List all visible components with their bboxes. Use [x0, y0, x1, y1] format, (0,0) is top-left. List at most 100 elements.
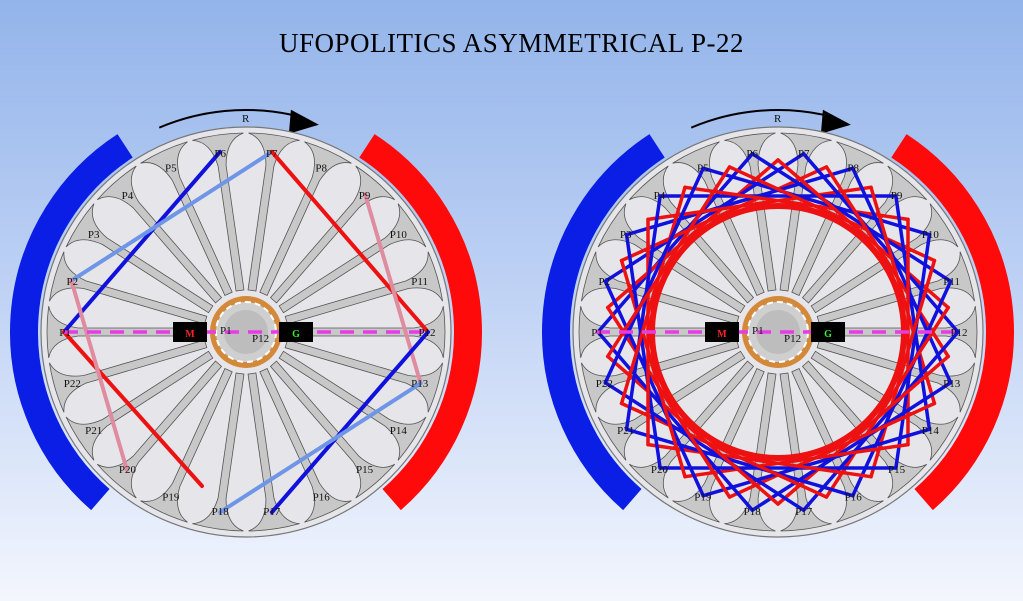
blue-winding-wire — [603, 152, 806, 284]
pole-label: P4 — [122, 190, 134, 202]
blue-winding-wire — [624, 194, 662, 432]
stator-pole — [779, 372, 832, 532]
rotor-hub — [210, 296, 282, 368]
pole-label: P13 — [411, 378, 429, 390]
blue-winding-wire — [269, 330, 430, 515]
pole-label: P7 — [266, 148, 278, 160]
pole-label: P19 — [694, 492, 712, 504]
stator-pole — [192, 132, 245, 292]
south-magnet-arc — [891, 134, 1014, 511]
pole-label: P6 — [746, 148, 758, 160]
rotation-label: R — [774, 113, 782, 125]
blue-winding-wire — [596, 152, 755, 334]
pole-label: P10 — [922, 229, 940, 241]
motor-box — [173, 322, 207, 342]
stator-pole — [791, 368, 884, 523]
pole-label: P13 — [943, 378, 961, 390]
blue-winding-wire — [701, 166, 932, 237]
motor-box — [705, 322, 739, 342]
blue-winding-wire — [624, 427, 855, 498]
stator-pole — [259, 141, 352, 296]
blue-winding-wire — [894, 194, 932, 432]
stator-pole — [65, 203, 214, 314]
pole-label: P14 — [390, 425, 408, 437]
blue-winding-wire — [603, 166, 705, 385]
red-winding-wire — [869, 185, 937, 406]
rotation-arrowhead — [820, 109, 851, 134]
stator-pole — [278, 203, 427, 314]
stator-pole — [269, 360, 396, 499]
pole-label: P4 — [654, 190, 666, 202]
blue-winding-wire — [750, 380, 953, 512]
pole-label: P17 — [263, 506, 281, 518]
light-blue-winding-wire — [218, 381, 423, 515]
inner-label-p12: P12 — [784, 333, 801, 345]
pole-label: P15 — [356, 464, 374, 476]
pole-label: P7 — [798, 148, 810, 160]
pole-label: P12 — [950, 327, 967, 339]
stator-pole — [724, 132, 777, 292]
page-title: UFOPOLITICS ASYMMETRICAL P-22 — [278, 28, 745, 58]
red-winding-wire — [619, 401, 829, 499]
pole-label: P20 — [119, 464, 137, 476]
hub-core — [224, 310, 268, 354]
pole-label: P16 — [845, 492, 863, 504]
red-winding-wire — [619, 185, 687, 406]
pink-winding-wire — [69, 278, 129, 472]
rotation-arrow: R — [690, 109, 851, 134]
pole-label: P5 — [165, 162, 177, 174]
red-winding-wire — [824, 305, 950, 499]
north-magnet-arc — [542, 134, 665, 511]
stator-pole — [96, 165, 223, 304]
red-winding-wire — [824, 165, 950, 359]
pole-label: P17 — [795, 506, 813, 518]
generator-block: G — [279, 322, 313, 342]
stator-pole — [791, 141, 884, 296]
pole-label: P21 — [85, 425, 102, 437]
blue-winding-wire — [801, 152, 960, 334]
blue-winding-wire — [596, 330, 755, 512]
inner-label-p1: P1 — [752, 325, 764, 337]
red-winding-wire — [683, 185, 910, 222]
motor-label: M — [185, 329, 195, 340]
stator-pole — [578, 306, 737, 358]
generator-box — [279, 322, 313, 342]
pole-label: P20 — [651, 464, 669, 476]
stator-pole — [581, 251, 740, 325]
stator-pole — [597, 203, 746, 314]
motor-label: M — [717, 329, 727, 340]
stator-pole — [672, 368, 765, 523]
stator-pole — [140, 368, 233, 523]
rotation-arc — [158, 109, 293, 129]
blue-winding-wire — [603, 279, 705, 498]
pole-label: P8 — [315, 162, 327, 174]
stator-pole — [581, 339, 740, 413]
hub-core — [756, 310, 800, 354]
motor-block: M — [705, 322, 739, 342]
red-winding-wire — [646, 185, 873, 222]
red-winding-wire — [646, 442, 873, 479]
pole-label: P22 — [64, 378, 81, 390]
generator-label: G — [292, 329, 300, 340]
pole-label: P11 — [943, 276, 960, 288]
generator-block: G — [811, 322, 845, 342]
pole-label: P12 — [418, 327, 435, 339]
red-winding-wire — [62, 330, 204, 488]
red-winding-wire — [606, 305, 732, 499]
stator-pole — [810, 350, 959, 461]
inner-label-p1: P1 — [220, 325, 232, 337]
stator-pole — [816, 251, 975, 325]
stator-pole — [597, 350, 746, 461]
pole-label: P8 — [847, 162, 859, 174]
south-magnet-arc — [359, 134, 482, 511]
stator-pole — [672, 141, 765, 296]
blue-winding-wire — [801, 330, 960, 512]
red-winding-wire — [619, 258, 687, 479]
blue-winding-wire — [62, 149, 223, 334]
stator-pole — [49, 339, 208, 413]
pole-label: P21 — [617, 425, 634, 437]
stator-pole — [247, 372, 300, 532]
stator-pole — [259, 368, 352, 523]
